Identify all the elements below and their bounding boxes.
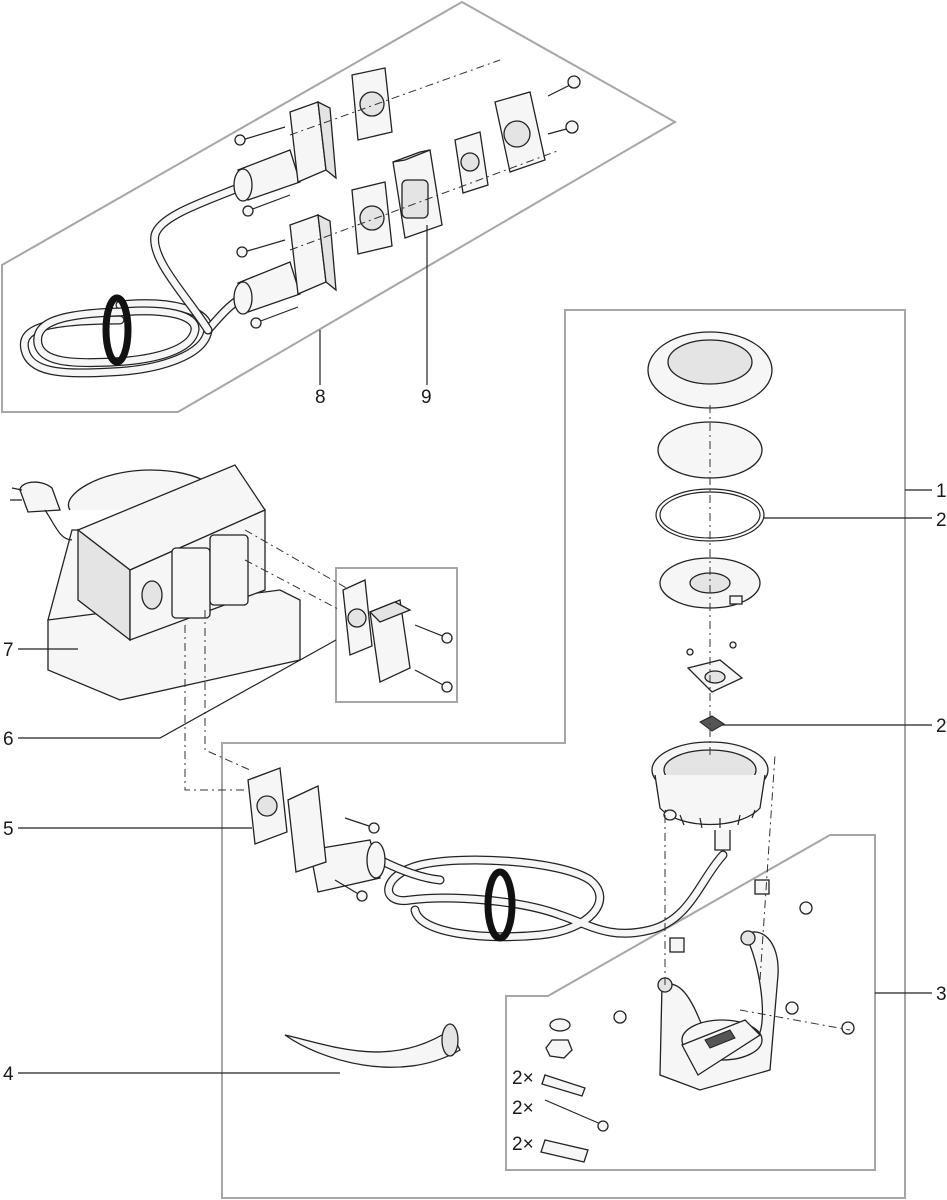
connector-housing-part-9 <box>289 59 581 385</box>
label-2-top: 2 <box>936 510 947 531</box>
quantity-screw: 2× <box>512 1068 534 1089</box>
connector-set-part-6 <box>18 579 453 739</box>
label-5: 5 <box>3 819 14 840</box>
label-9: 9 <box>421 387 432 408</box>
label-6: 6 <box>3 729 14 750</box>
quantity-long-screw: 2× <box>512 1098 534 1119</box>
label-7: 7 <box>3 640 14 661</box>
spotlight-part-1 <box>647 331 932 851</box>
quantity-dowel: 2× <box>512 1134 534 1155</box>
frame-spotlight <box>221 309 906 1199</box>
gasket-part-5 <box>18 767 288 845</box>
frame-cable-kit <box>0 0 678 413</box>
label-2-bottom: 2 <box>936 716 947 737</box>
label-1: 1 <box>936 481 947 502</box>
label-8: 8 <box>315 387 326 408</box>
label-3: 3 <box>936 984 947 1005</box>
frame-connector-set <box>335 567 458 703</box>
ground-spike-part-4 <box>18 1023 461 1074</box>
label-4: 4 <box>3 1064 14 1085</box>
ground-bracket-part-3 <box>540 754 932 1163</box>
cable-kit-part-8 <box>19 100 337 385</box>
transformer-part-7 <box>10 464 351 791</box>
frame-ground-bracket <box>505 834 876 1171</box>
lamp-cable <box>287 785 728 942</box>
